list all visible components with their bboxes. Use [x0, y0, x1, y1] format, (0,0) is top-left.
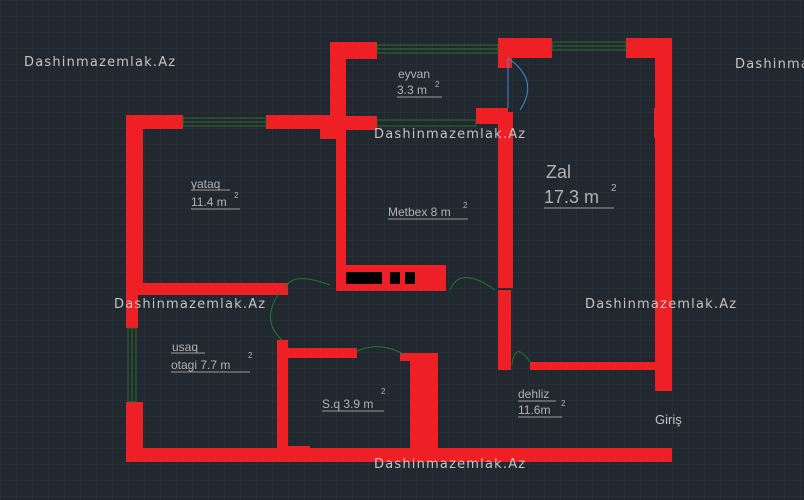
door-usaq	[270, 291, 283, 341]
watermarks: Dashinmazemlak.Az Dashinmazemlak.Az Dash…	[24, 55, 804, 472]
wall-sq-east-cap	[400, 353, 438, 361]
room-yataq: yataq 11.4 m 2	[191, 177, 240, 210]
wall-usaq-east	[277, 340, 288, 462]
room-eyvan-sup: 2	[435, 80, 440, 89]
wall-sq-east	[410, 353, 438, 462]
room-zal-name: Zal	[546, 162, 571, 182]
room-zal-area: 17.3 m	[544, 187, 599, 207]
room-metbex-sup: 2	[463, 201, 468, 210]
room-eyvan-name: eyvan	[398, 67, 430, 81]
wall-west-jamb	[126, 288, 138, 328]
room-sq: S.q 3.9 m 2	[322, 387, 386, 412]
watermark-1: Dashinmazemlak.Az	[24, 55, 176, 70]
entrance-label: Giriş	[655, 412, 682, 427]
room-eyvan-area: 3.3 m	[397, 83, 427, 97]
wall-east-lower	[665, 370, 672, 391]
wall-south	[126, 448, 672, 462]
metbex-openings	[346, 272, 415, 284]
room-sq-sup: 2	[381, 387, 386, 396]
doors	[270, 57, 531, 366]
wall-eyvan-bottom	[346, 116, 377, 130]
wall-sq-top	[277, 348, 357, 358]
wall-west-upper	[126, 115, 143, 288]
room-yataq-sup: 2	[234, 191, 239, 200]
room-usaq: usaq otagi 7.7 m 2	[171, 340, 253, 373]
wall-zal-east	[655, 38, 672, 391]
room-usaq-sup: 2	[248, 351, 253, 360]
wall-zal-east-notch	[654, 108, 661, 138]
watermark-5: Dashinmazemlak.Az	[585, 297, 737, 312]
wall-west-lower	[126, 402, 143, 462]
room-yataq-area: 11.4 m	[191, 195, 227, 209]
wall-zal-west	[498, 112, 513, 288]
wall-zal-bottom	[530, 362, 672, 370]
wall-yataq-bottom	[126, 283, 288, 295]
room-sq-name: S.q 3.9 m	[322, 397, 373, 411]
room-usaq-name: usaq	[172, 340, 198, 354]
watermark-6: Dashinmazemlak.Az	[374, 457, 526, 472]
room-dehliz-sup: 2	[561, 399, 566, 408]
walls	[126, 38, 672, 462]
door-yataq	[284, 278, 331, 291]
room-dehliz: dehliz 11.6m 2	[518, 387, 566, 418]
watermark-3: Dashinmazemlak.Az	[374, 127, 526, 142]
wall-south-sq-left	[288, 446, 310, 462]
wall-eyvan-west	[330, 42, 346, 132]
windows	[127, 41, 627, 403]
wall-eyvan-top-left	[330, 42, 377, 59]
wall-metbex-west	[336, 125, 346, 285]
wall-zal-divider-stub	[498, 42, 512, 68]
wall-zal-west-lower	[498, 290, 511, 370]
watermark-4: Dashinmazemlak.Az	[114, 297, 266, 312]
room-usaq-area: otagi 7.7 m	[171, 358, 230, 372]
room-metbex-name: Metbex 8 m	[388, 205, 451, 219]
room-dehliz-area: 11.6m	[518, 403, 550, 417]
room-yataq-name: yataq	[191, 177, 220, 191]
door-zal	[511, 351, 531, 366]
wall-top-yataq-left	[126, 115, 183, 129]
room-zal: Zal 17.3 m 2	[544, 162, 617, 209]
door-sq	[354, 346, 406, 356]
window-eyvan-bottom	[376, 119, 477, 127]
door-eyvan	[507, 57, 529, 111]
room-dehliz-name: dehliz	[518, 387, 549, 401]
door-metbex	[449, 277, 496, 291]
room-metbex: Metbex 8 m 2	[388, 201, 468, 220]
room-zal-sup: 2	[611, 183, 617, 194]
room-eyvan: eyvan 3.3 m 2	[397, 67, 442, 98]
watermark-2: Dashinmazemlak.Az	[735, 57, 804, 72]
